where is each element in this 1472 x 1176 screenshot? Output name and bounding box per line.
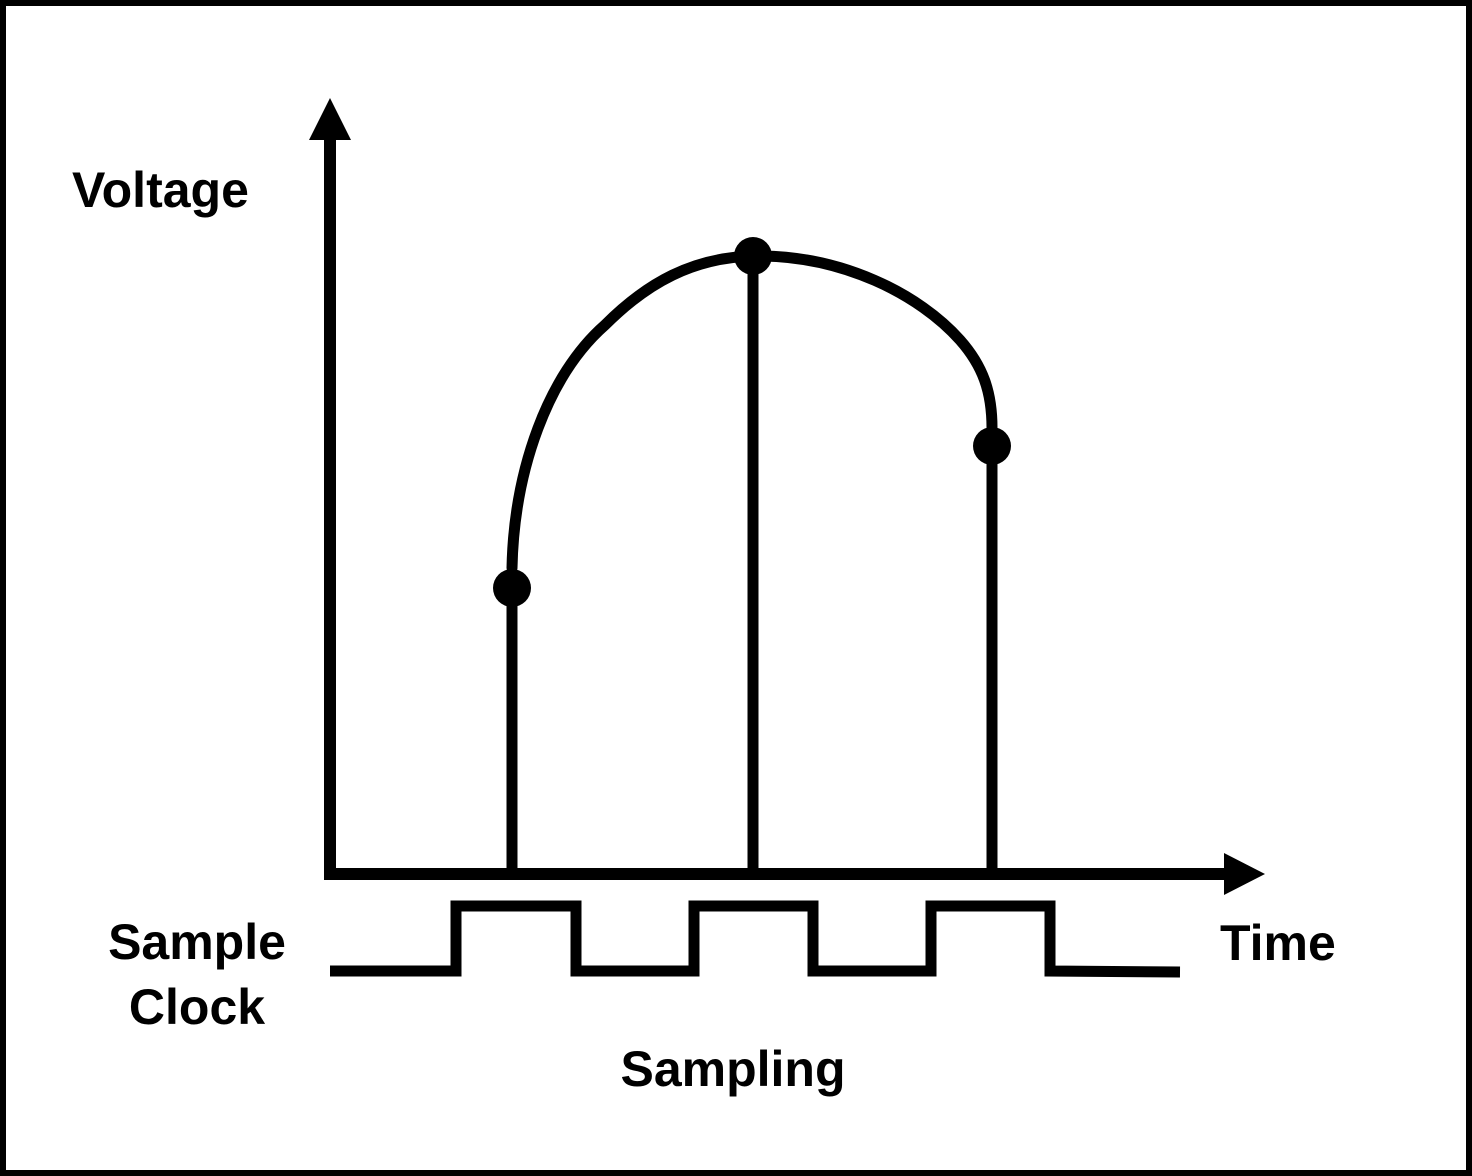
sample-clock-waveform	[330, 900, 1181, 978]
sample-point-1	[493, 569, 531, 607]
x-axis-label: Time	[1220, 915, 1336, 971]
sample-point-3	[973, 427, 1011, 465]
clock-label-line1: Sample	[108, 914, 286, 970]
sample-point-2	[734, 237, 772, 275]
y-axis-arrowhead	[309, 98, 351, 140]
diagram-caption: Sampling	[620, 1041, 845, 1097]
x-axis-arrowhead	[1224, 853, 1265, 895]
voltage-curve	[506, 250, 998, 574]
clock-label-line2: Clock	[129, 979, 265, 1035]
y-axis-label: Voltage	[72, 162, 249, 218]
